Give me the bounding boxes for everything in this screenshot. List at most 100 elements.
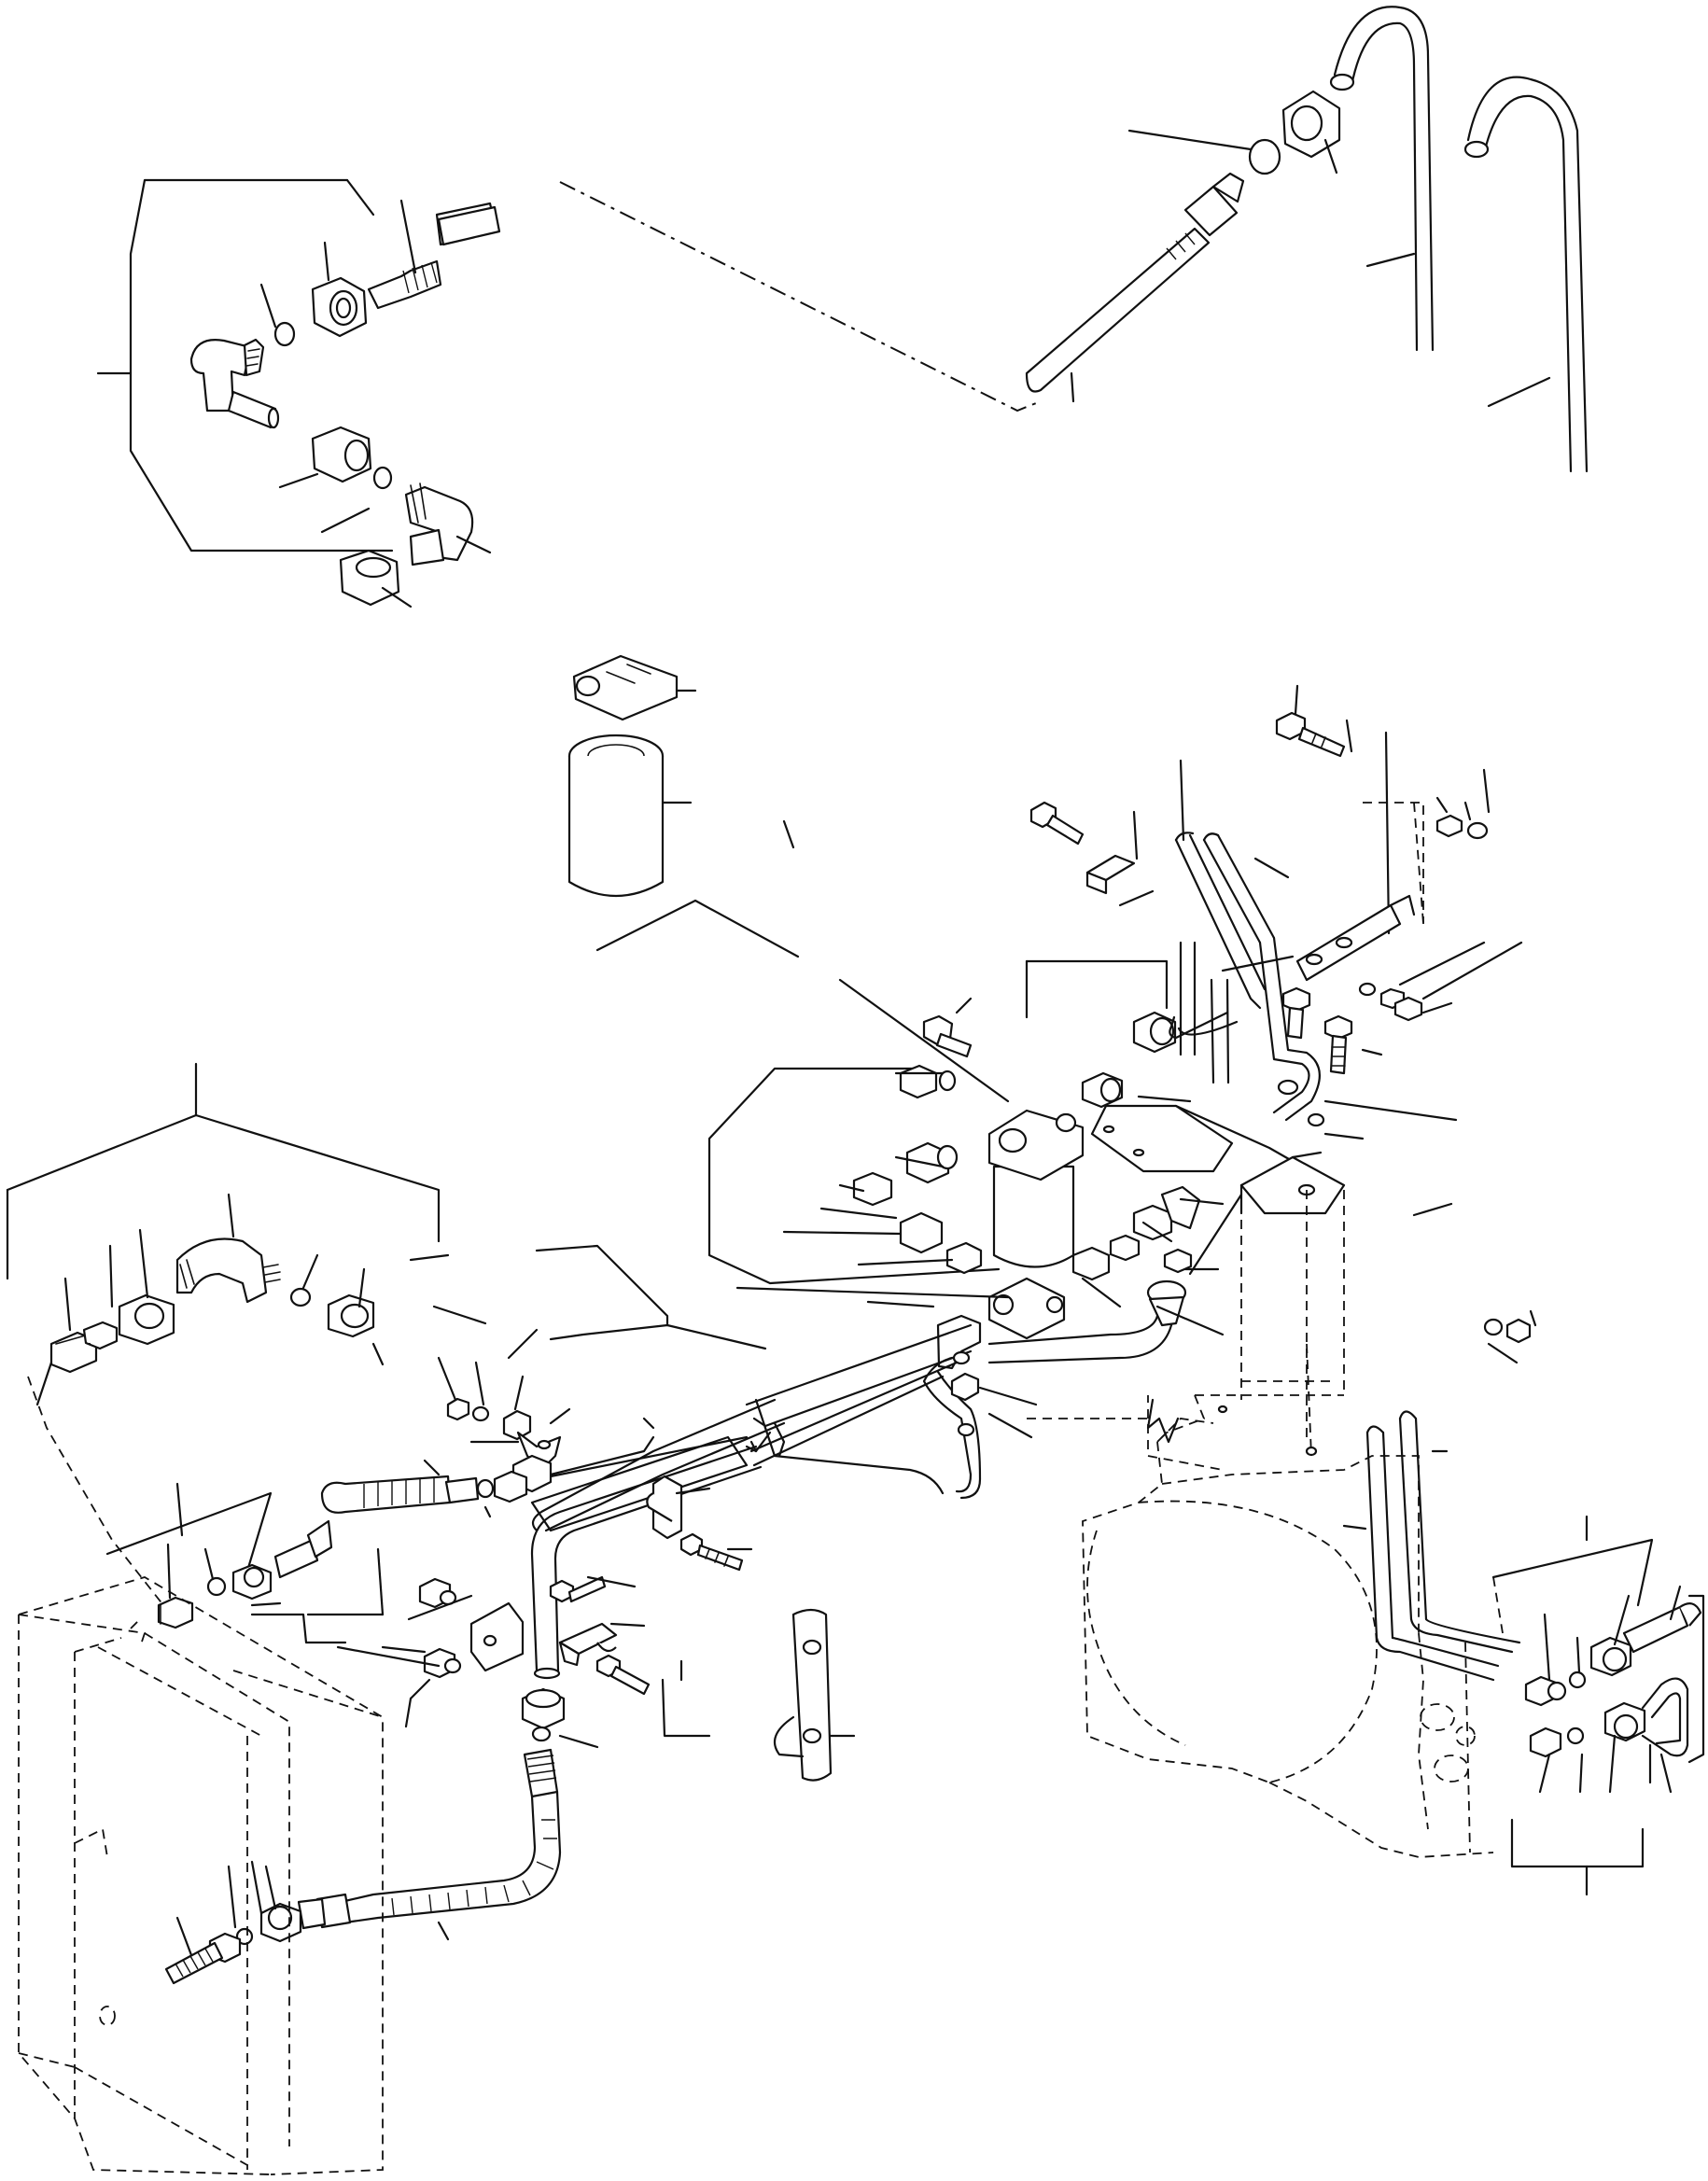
clip-small (1085, 854, 1136, 895)
leader-line (437, 1921, 450, 1941)
bolt-filter-mount (922, 1014, 973, 1058)
transmission-housing (1082, 1190, 1504, 1858)
fitting-lower-left (164, 1902, 302, 1985)
leader-line (1070, 371, 1075, 403)
filter-fittings-left (852, 1064, 983, 1275)
filter-bracket-line (595, 899, 800, 958)
left-fitting-group (6, 1062, 441, 1374)
bracket-outline-filter (707, 1067, 1001, 1285)
nut-cluster-lower (336, 1577, 473, 1728)
mounting-plate-bottom (773, 1608, 856, 1782)
fittings-right-of-filter (1071, 1011, 1201, 1281)
flex-hose-lower (297, 1748, 562, 1930)
tube-pair-vertical (1174, 832, 1276, 1084)
top-right-hose-assembly (1025, 90, 1341, 403)
sleeve-ring (273, 321, 296, 347)
hidden-outline (1413, 802, 1424, 925)
bracket-tip (345, 178, 375, 217)
leader-line (1118, 889, 1155, 907)
clamp-lower (558, 1622, 618, 1667)
hose-segment (437, 205, 501, 246)
leader-line (381, 586, 413, 608)
bolt-right-vertical-2 (1323, 1014, 1353, 1075)
leader-line (1188, 1193, 1243, 1276)
bracket-outline-left (129, 178, 394, 552)
tubes-into-housing (1365, 1410, 1521, 1682)
leader-line (1155, 1305, 1225, 1336)
right-fitting-group (1491, 1515, 1705, 1764)
left-tube-to-clamp (530, 1445, 763, 1680)
leader-line (558, 1734, 599, 1749)
tee-fitting-lower (987, 1277, 1066, 1340)
leader-line (423, 1459, 441, 1476)
leader-line (1221, 955, 1295, 972)
leader-line (978, 1386, 1038, 1406)
leader-line (1253, 857, 1290, 879)
fitting-under-tube (521, 1687, 566, 1742)
leader-line (838, 978, 1010, 1103)
right-leaders-set (1291, 768, 1537, 1364)
tube-bend-right (1169, 936, 1321, 1122)
leader-line (483, 1505, 492, 1518)
leader-line (1323, 138, 1338, 175)
leader-line (1345, 719, 1353, 753)
leader-line (323, 241, 330, 282)
leader-line (259, 283, 277, 329)
filter-callout-leaders (735, 1071, 1225, 1308)
bracket-plate-small (469, 1601, 525, 1672)
leader-line (1179, 759, 1185, 842)
filter-head-top (572, 654, 697, 721)
bracket-outline (1491, 1538, 1654, 1607)
hidden-outline (27, 1376, 164, 1606)
bracket-outline-top (1025, 959, 1169, 1010)
nuts-leaders (437, 1356, 571, 1425)
flare-nut-upper (311, 276, 368, 338)
elbow-fitting-upper (189, 338, 280, 429)
leader-line (320, 507, 371, 534)
bolt-top-right (1275, 711, 1346, 758)
elbow-fitting-center (936, 1314, 982, 1370)
center-left-callouts (409, 1244, 767, 1444)
nut-center-lower (950, 1350, 980, 1402)
main-oil-filter (987, 1109, 1085, 1268)
leader-line (1384, 731, 1391, 935)
washers-and-nuts-right (1277, 814, 1532, 1344)
olive-sleeve (1248, 138, 1281, 175)
leader-line (661, 1678, 711, 1738)
steel-tube-right-1 (1329, 6, 1435, 352)
flare-nut-bottom (339, 549, 400, 607)
leader-line (586, 1575, 637, 1588)
main-tube-run (530, 1323, 973, 1532)
filter-bracket-line (782, 819, 795, 849)
connection-centerlines (1027, 1343, 1318, 1471)
leader-line (399, 199, 417, 274)
hose-assembly-middle (320, 1470, 528, 1514)
mounting-plate-angled (1295, 894, 1416, 982)
leader-line (1342, 1524, 1367, 1531)
bolt-lower-center (549, 1575, 651, 1696)
nuts-center-left (446, 1397, 562, 1472)
oil-cooler-outline (18, 1576, 384, 2175)
tube-right-of-filter (987, 1248, 1193, 1364)
leader-line (278, 472, 319, 489)
flare-nut-lower (311, 426, 372, 483)
leader-line (455, 535, 492, 554)
steel-tube-right-2 (1463, 76, 1589, 473)
leader-line (955, 997, 973, 1014)
fitting-lower-left-leaders (175, 1860, 277, 1957)
hidden-outline (1363, 802, 1424, 924)
leader-line (1127, 129, 1253, 151)
leader-line (1294, 684, 1299, 716)
leader-line (609, 1622, 646, 1628)
right-fitting-leaders (1510, 1585, 1682, 1896)
bracket-plate-center-right (1090, 1104, 1304, 1173)
top-left-fitting-detail (96, 178, 501, 608)
mounting-bracket-lower-right (1239, 1155, 1346, 1215)
leader-line (987, 1412, 1033, 1439)
bolt-upper (1029, 801, 1085, 846)
left-fitting-leaders (35, 1193, 385, 1406)
filter-cartridge (567, 734, 693, 897)
fitting-group-lower-left-leaders (166, 1543, 385, 1644)
